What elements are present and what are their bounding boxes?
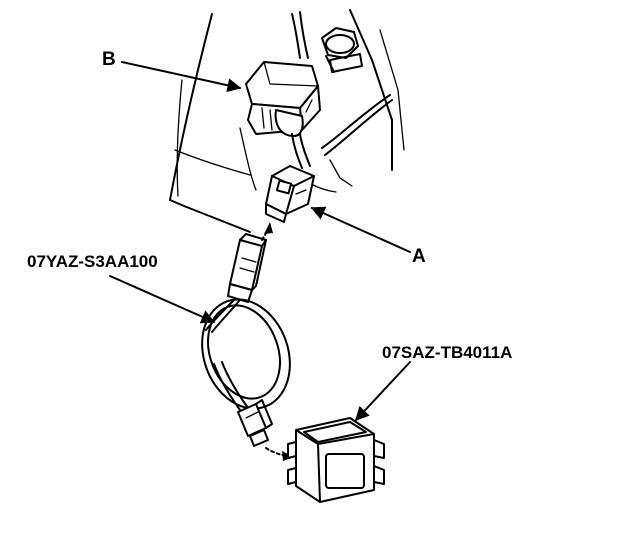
connection-arrow-upper — [261, 222, 273, 241]
leader-unit — [355, 361, 411, 422]
harness-wire-upper — [291, 133, 311, 169]
part-number-harness: 07YAZ-S3AA100 — [27, 252, 158, 271]
leader-b — [121, 61, 242, 93]
leader-a — [310, 206, 411, 253]
part-number-unit: 07SAZ-TB4011A — [382, 343, 513, 362]
bolt-icon — [321, 27, 363, 73]
harness-coil — [201, 298, 291, 411]
control-unit — [287, 417, 385, 503]
harness-plug — [227, 233, 267, 303]
leader-harness — [109, 275, 216, 324]
callout-label-a: A — [412, 246, 426, 267]
connector-a — [265, 165, 315, 223]
leader-lines — [109, 61, 411, 422]
harness-end-connector — [237, 399, 273, 447]
body-panel — [169, 9, 405, 233]
callout-label-b: B — [102, 49, 116, 70]
bracket-b — [245, 61, 321, 137]
